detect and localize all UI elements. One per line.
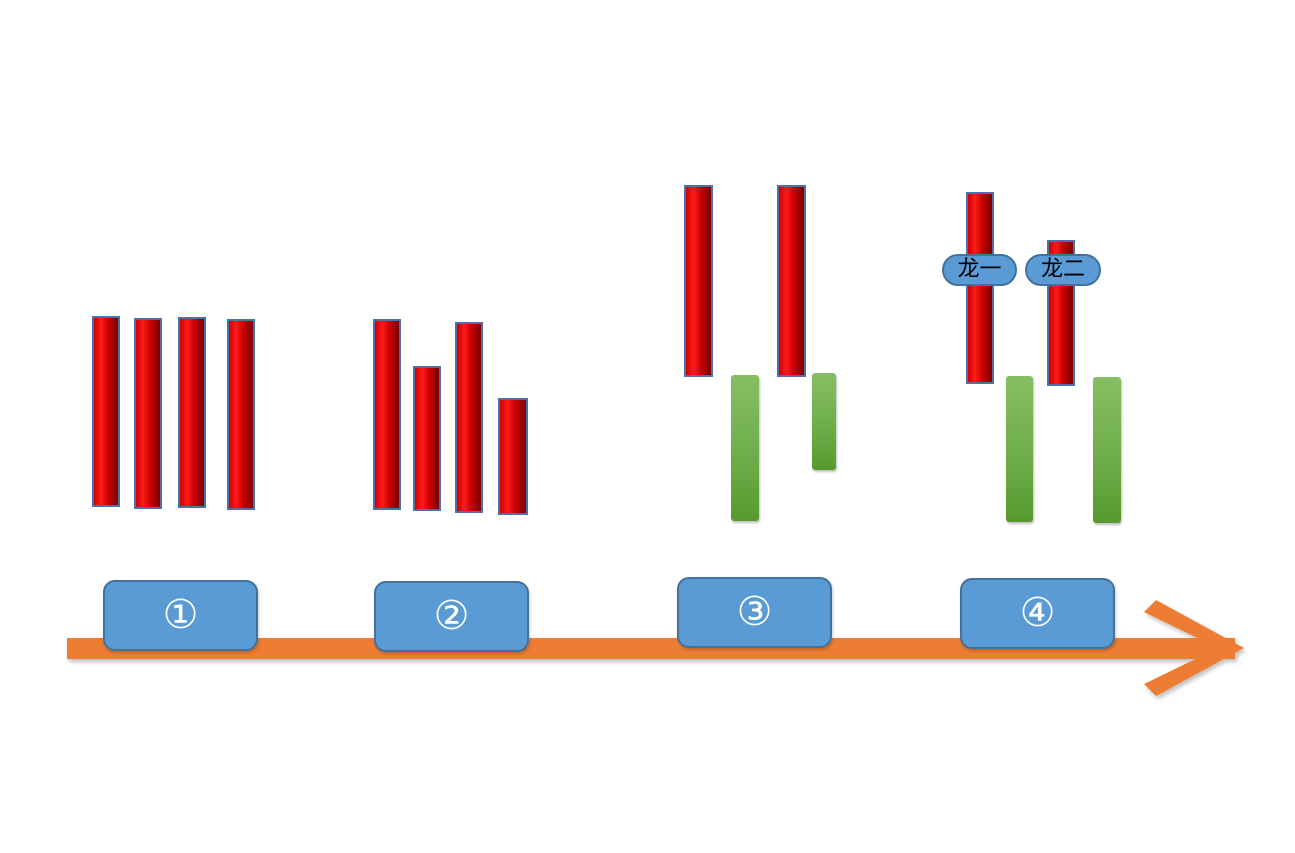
- arrow-shape: [67, 600, 1244, 696]
- group1-red-bar-2: [134, 318, 162, 509]
- group3-red-bar-1: [684, 185, 713, 377]
- arrow-head: [1144, 600, 1244, 696]
- group1-red-bar-4: [227, 319, 255, 510]
- group3-red-bar-2: [777, 185, 806, 377]
- group1-red-bar-1: [92, 316, 120, 507]
- step-1-box: ①: [103, 580, 258, 651]
- group4-green-bar-2: [1093, 377, 1121, 523]
- step-4-box: ④: [960, 578, 1115, 649]
- arrow-shaft: [67, 638, 1235, 659]
- dragon-two-label: 龙二: [1025, 254, 1101, 286]
- group4-red-bar-1: [966, 192, 994, 384]
- group2-red-bar-4: [498, 398, 528, 515]
- group2-red-bar-3: [455, 322, 483, 513]
- group3-green-bar-1: [731, 375, 759, 521]
- group2-red-bar-2: [413, 366, 441, 511]
- group4-green-bar-1: [1006, 376, 1033, 522]
- step-2-box: ②: [374, 581, 529, 652]
- group1-red-bar-3: [178, 317, 206, 508]
- group3-green-bar-2: [812, 373, 836, 470]
- step-3-box: ③: [677, 577, 832, 648]
- group2-red-bar-1: [373, 319, 401, 510]
- dragon-one-label: 龙一: [942, 254, 1017, 286]
